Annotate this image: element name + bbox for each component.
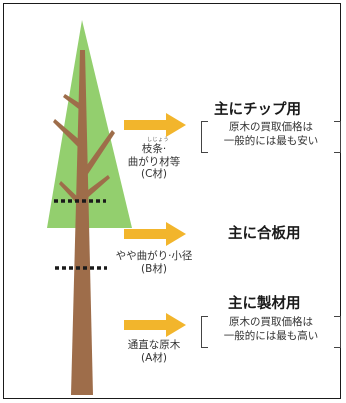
arrow-b-grade [124,222,186,246]
price-note-a: 原木の買取価格は 一般的には最も高い [223,316,319,343]
bracket-right [334,121,341,153]
ruby-shijo: しじょう [146,137,169,143]
diagram-frame [3,3,341,399]
arrow-a-grade [124,313,186,337]
tree-crown [47,20,132,228]
use-lumber: 主に製材用 [228,296,301,312]
tree-branch [82,130,115,180]
tree-branch [84,175,110,201]
tree-branch [53,119,82,150]
bracket-left [201,121,208,153]
tree-branch [63,94,81,110]
tree-trunk [71,50,93,395]
use-plywood: 主に合板用 [228,226,301,242]
bracket-right [334,316,341,348]
bracket-left [201,316,208,348]
label-c-grade: 枝条· 曲がり材等 (C材) [127,143,181,181]
price-note-c: 原木の買取価格は 一般的には最も安い [223,121,319,148]
label-b-grade: やや曲がり·小径 (B材) [115,250,193,275]
label-a-grade: 通直な原木 (A材) [127,339,181,364]
arrow-c-grade [124,113,186,137]
use-chip: 主にチップ用 [214,102,301,118]
